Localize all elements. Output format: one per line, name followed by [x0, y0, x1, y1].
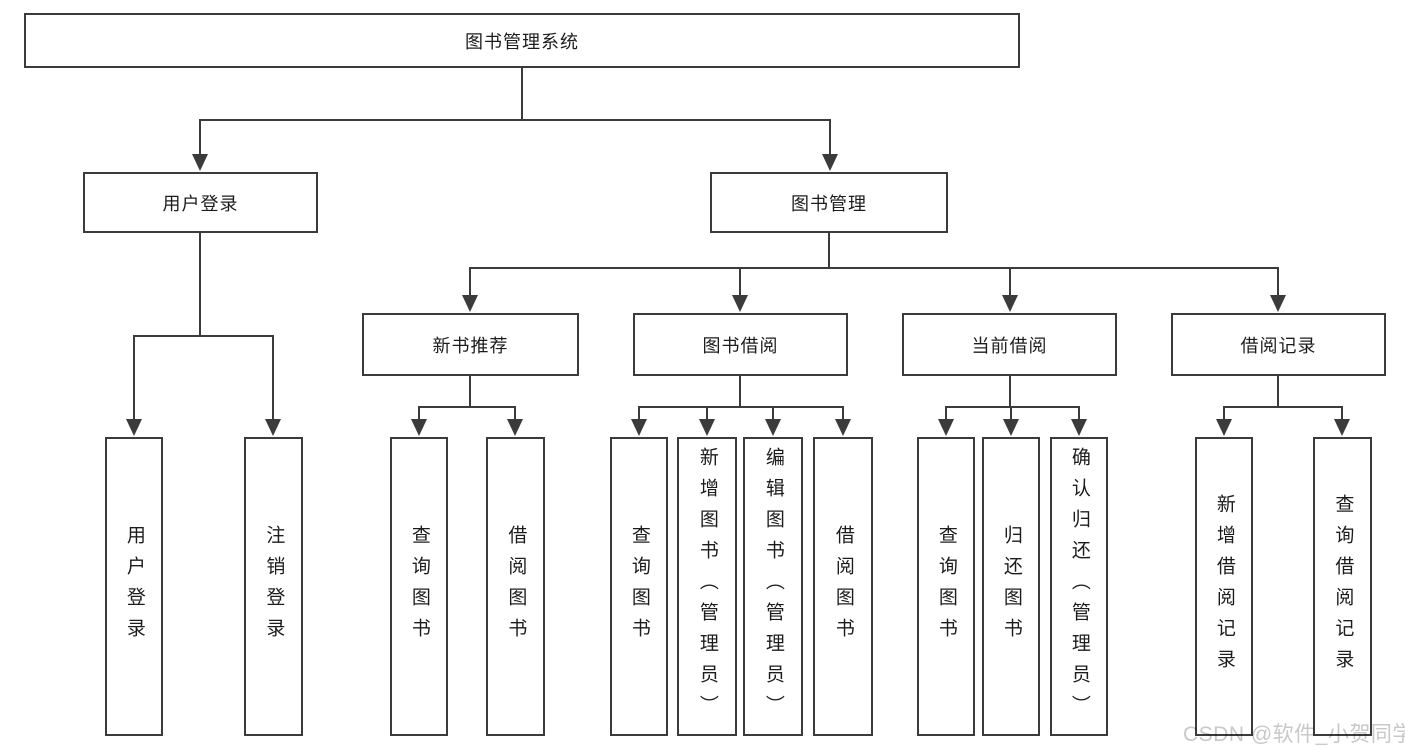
leaf-query-books-recommend: 查询图书 [390, 437, 448, 736]
node-root: 图书管理系统 [24, 13, 1020, 68]
node-user-login: 用户登录 [83, 172, 318, 233]
leaf-logout: 注销登录 [244, 437, 303, 736]
leaf-query-books-current-label: 查询图书 [935, 524, 957, 649]
leaf-query-books-recommend-label: 查询图书 [408, 524, 430, 649]
node-new-book-recommendation-label: 新书推荐 [432, 335, 509, 356]
node-borrowing-records: 借阅记录 [1171, 313, 1386, 376]
leaf-user-login: 用户登录 [105, 437, 163, 736]
leaf-query-books-borrowing-label: 查询图书 [628, 524, 650, 649]
leaf-confirm-return-admin: 确认归还（管理员） [1050, 437, 1108, 736]
leaf-add-book-admin: 新增图书（管理员） [677, 437, 737, 736]
node-root-label: 图书管理系统 [465, 31, 579, 52]
leaf-add-book-admin-label: 新增图书（管理员） [696, 447, 718, 726]
leaf-edit-book-admin: 编辑图书（管理员） [743, 437, 803, 736]
leaf-borrow-books-recommend-label: 借阅图书 [505, 524, 527, 649]
node-current-borrowing: 当前借阅 [902, 313, 1117, 376]
leaf-borrow-books-borrowing: 借阅图书 [813, 437, 873, 736]
node-book-management: 图书管理 [710, 172, 948, 233]
node-user-login-label: 用户登录 [162, 193, 239, 214]
leaf-confirm-return-admin-label: 确认归还（管理员） [1068, 447, 1090, 726]
watermark: CSDN @软件_小贺同学 [1183, 723, 1405, 746]
leaf-borrow-books-recommend: 借阅图书 [486, 437, 545, 736]
leaf-query-books-borrowing: 查询图书 [610, 437, 668, 736]
node-book-borrowing: 图书借阅 [633, 313, 848, 376]
leaf-return-book: 归还图书 [982, 437, 1040, 736]
node-borrowing-records-label: 借阅记录 [1240, 335, 1317, 356]
node-book-management-label: 图书管理 [791, 193, 867, 214]
leaf-borrow-books-borrowing-label: 借阅图书 [832, 524, 854, 649]
node-book-borrowing-label: 图书借阅 [702, 335, 779, 356]
leaf-query-borrow-record-label: 查询借阅记录 [1332, 493, 1354, 680]
node-current-borrowing-label: 当前借阅 [971, 335, 1048, 356]
node-new-book-recommendation: 新书推荐 [362, 313, 579, 376]
leaf-return-book-label: 归还图书 [1000, 524, 1022, 649]
leaf-query-borrow-record: 查询借阅记录 [1313, 437, 1372, 736]
leaf-add-borrow-record: 新增借阅记录 [1195, 437, 1253, 736]
leaf-edit-book-admin-label: 编辑图书（管理员） [762, 447, 784, 726]
leaf-add-borrow-record-label: 新增借阅记录 [1213, 493, 1235, 680]
leaf-logout-label: 注销登录 [263, 524, 285, 649]
leaf-query-books-current: 查询图书 [917, 437, 975, 736]
leaf-user-login-label: 用户登录 [123, 524, 145, 649]
